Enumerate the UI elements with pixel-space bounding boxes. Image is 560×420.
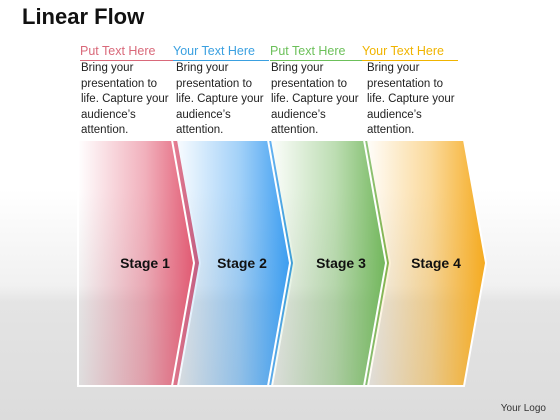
column-body-3: Bring your presentation to life. Capture… <box>271 62 359 136</box>
column-body-1: Bring your presentation to life. Capture… <box>81 62 169 136</box>
stage-4-label: Stage 4 <box>411 255 461 271</box>
stage-1-label: Stage 1 <box>120 255 170 271</box>
logo-text: Your Logo <box>500 403 546 414</box>
column-body-2: Bring your presentation to life. Capture… <box>176 62 264 136</box>
column-heading-2: Your Text Here <box>173 44 269 61</box>
column-heading-4: Your Text Here <box>362 44 458 61</box>
column-body-4: Bring your presentation to life. Capture… <box>367 62 455 136</box>
stage-3-label: Stage 3 <box>316 255 366 271</box>
stage-2-label: Stage 2 <box>217 255 267 271</box>
column-heading-3: Put Text Here <box>270 44 366 61</box>
stage-4-chevron <box>362 139 488 387</box>
page-title: Linear Flow <box>22 4 145 29</box>
column-heading-1: Put Text Here <box>80 44 176 61</box>
